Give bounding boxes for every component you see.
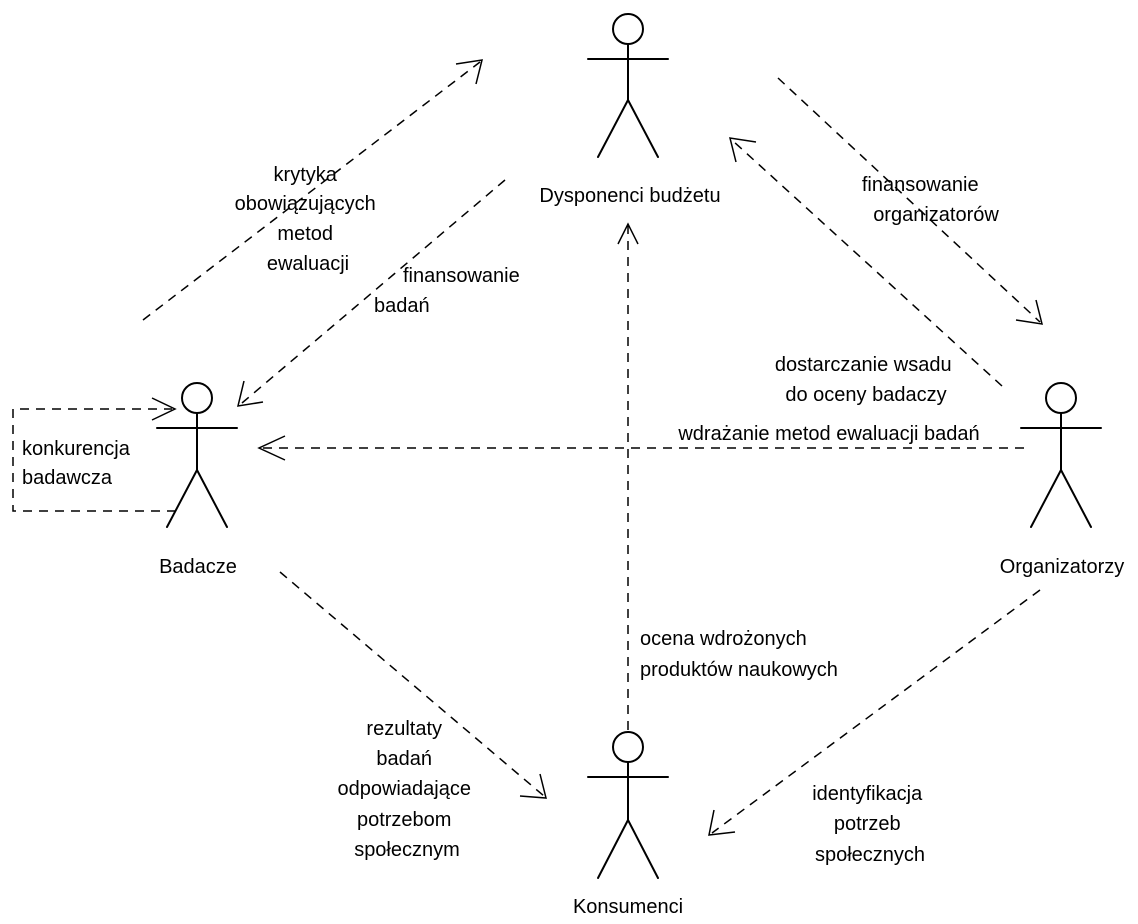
actor-organizatorzy-figure[interactable]	[1020, 382, 1102, 528]
relation-krytyka-arrow[interactable]	[142, 59, 484, 321]
relation-finansowanie-badan-label: finansowanie badań	[374, 265, 525, 317]
actor-organizatorzy-label: Organizatorzy	[1000, 556, 1125, 578]
relation-wdrazanie-arrow[interactable]	[257, 435, 1024, 461]
relation-identyfikacja-arrow[interactable]	[708, 589, 1041, 836]
relation-rezultaty-label: rezultaty badań odpowiadające potrzebom …	[338, 718, 477, 861]
relation-konkurencja-label: konkurencja badawcza	[22, 438, 135, 489]
relation-krytyka-label: krytyka obowiązujących metod ewaluacji	[235, 164, 382, 275]
actor-dysponenci-budzetu-figure[interactable]	[587, 13, 669, 158]
actor-konsumenci-figure[interactable]	[587, 731, 669, 879]
relation-dostarczanie-label: dostarczanie wsadu do oceny badaczy	[775, 354, 957, 406]
actor-dysponenci-label: Dysponenci budżetu	[539, 185, 720, 207]
relation-wdrazanie-label: wdrażanie metod ewaluacji badań	[677, 423, 979, 445]
relation-konkurencja-self-loop[interactable]	[12, 397, 177, 512]
actor-badacze-figure[interactable]	[156, 382, 238, 528]
actor-badacze-label: Badacze	[159, 556, 237, 578]
relation-rezultaty-arrow[interactable]	[279, 571, 547, 799]
relation-ocena-label: ocena wdrożonych produktów naukowych	[640, 628, 838, 681]
relation-finansowanie-organizatorow-label: finansowanie organizatorów	[862, 174, 1000, 226]
actor-konsumenci-label: Konsumenci	[573, 896, 683, 918]
relation-dostarczanie-arrow[interactable]	[728, 137, 1003, 387]
relation-finansowanie-organizatorow-arrow[interactable]	[777, 77, 1044, 325]
relation-finansowanie-badan-arrow[interactable]	[237, 179, 506, 407]
relation-ocena-arrow[interactable]	[617, 222, 639, 730]
relation-identyfikacja-label: identyfikacja potrzeb społecznych	[812, 783, 928, 866]
